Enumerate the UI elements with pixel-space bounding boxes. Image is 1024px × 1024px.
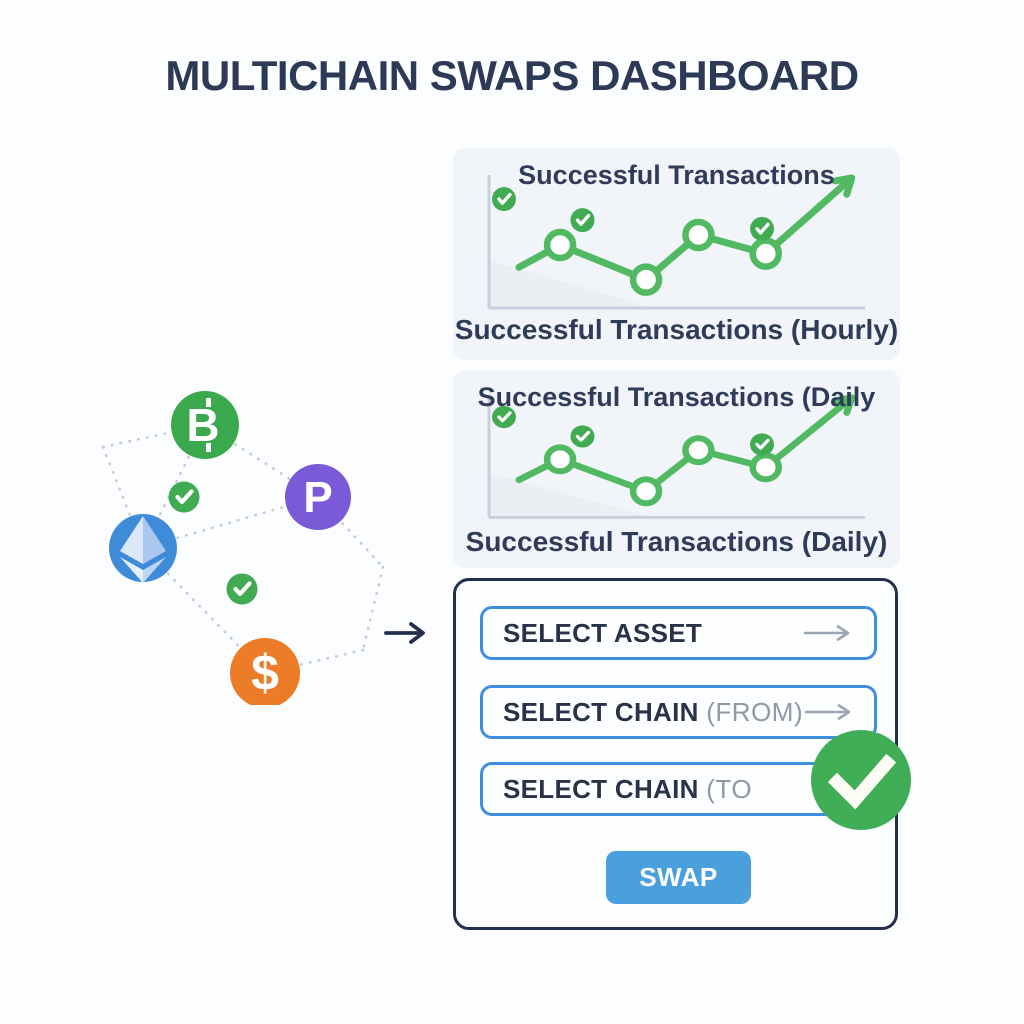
select-chain-to-label: SELECT CHAIN	[503, 773, 707, 804]
select-chain-from-muted-label: (FROM)	[706, 696, 804, 727]
crypto-network-diagram: B P $	[101, 391, 385, 705]
check-badge-icon	[226, 573, 258, 605]
swap-button[interactable]: SWAP	[606, 851, 751, 904]
select-chain-from-field[interactable]: SELECT CHAIN (FROM)	[480, 685, 877, 739]
chart-title: Successful Transactions (Daily	[477, 382, 876, 412]
svg-text:P: P	[303, 473, 332, 522]
select-chain-to-field[interactable]: SELECT CHAIN (TO	[480, 762, 877, 816]
daily-transactions-card: Successful Transactions (Daily Successfu…	[453, 370, 900, 568]
right-arrow-icon	[804, 704, 851, 720]
svg-text:$: $	[251, 645, 279, 701]
select-chain-from-label: SELECT CHAIN	[503, 696, 707, 727]
flow-arrow-icon	[384, 622, 425, 644]
hourly-transactions-chart	[487, 174, 865, 310]
dollar-coin-icon: $	[230, 638, 300, 705]
polygon-coin-icon: P	[285, 464, 351, 530]
right-arrow-icon	[803, 625, 850, 641]
daily-transactions-chart	[487, 394, 865, 519]
ethereum-icon	[109, 514, 177, 583]
select-chain-to-muted-label: (TO	[706, 773, 753, 804]
swap-form-panel: SELECT ASSET SELECT CHAIN (FROM) SELECT …	[453, 578, 911, 930]
chart-title: Successful Transactions	[518, 160, 835, 190]
page-title: MULTICHAIN SWAPS DASHBOARD	[165, 52, 859, 99]
svg-text:B: B	[186, 399, 219, 451]
check-badge-icon	[168, 481, 200, 513]
chart-caption: Successful Transactions (Daily)	[465, 526, 888, 557]
hourly-transactions-card: Successful Transactions Successful Trans…	[453, 148, 900, 360]
select-asset-field[interactable]: SELECT ASSET	[480, 606, 877, 660]
chart-caption: Successful Transactions (Hourly)	[454, 314, 899, 345]
success-check-icon	[811, 730, 911, 830]
select-asset-label: SELECT ASSET	[503, 617, 703, 648]
bitcoin-icon: B	[171, 391, 239, 459]
